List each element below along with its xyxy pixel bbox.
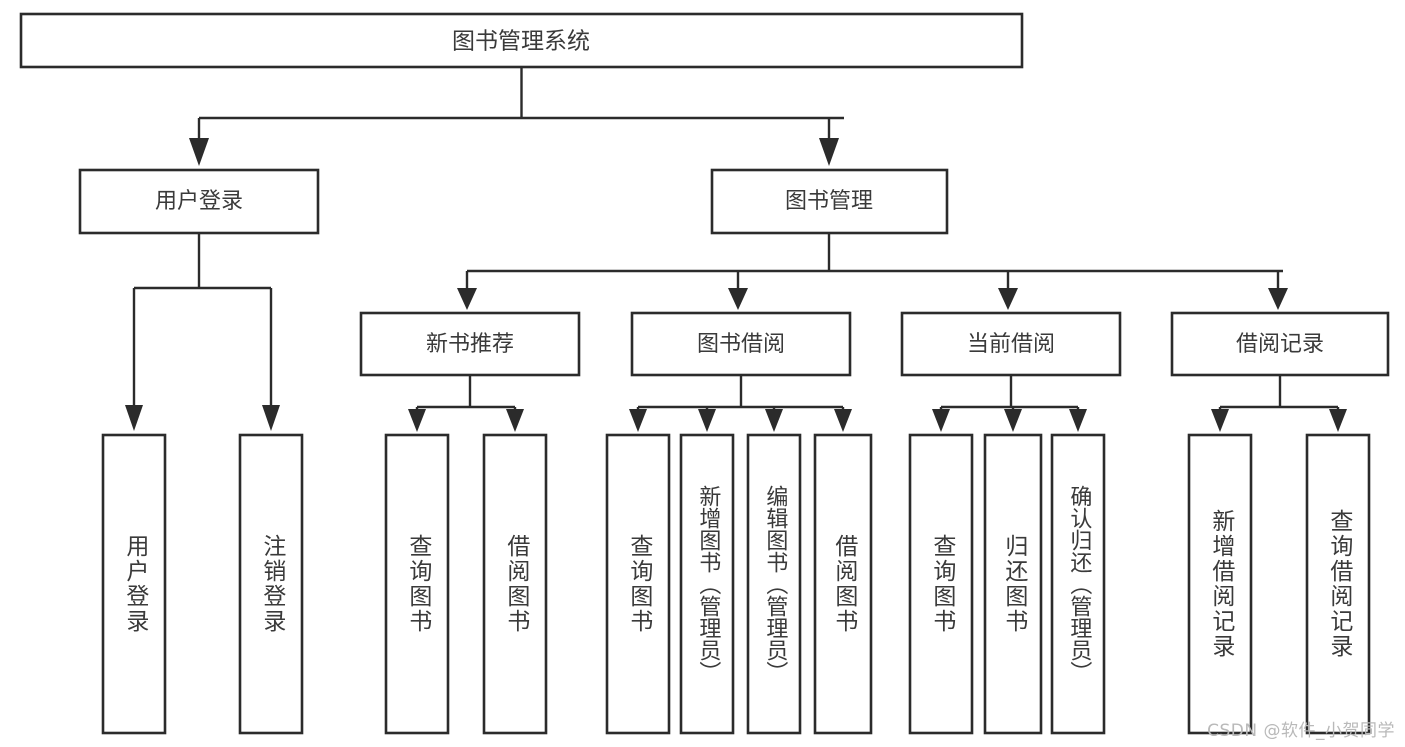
arrowhead-borrow-record — [1268, 288, 1288, 310]
arrowhead-leaf-query-book-2 — [629, 409, 647, 432]
arrowhead-leaf-user-logout — [262, 405, 280, 431]
node-book-borrow-box[interactable] — [630, 311, 852, 377]
node-book-borrow[interactable]: 图书借阅 — [630, 311, 852, 377]
node-borrow-record-box[interactable] — [1170, 311, 1390, 377]
node-root-label: 图书管理系统 — [452, 29, 590, 55]
connector-group-new-book-recommend — [408, 375, 524, 432]
connector-group-current-borrow — [932, 375, 1087, 432]
connector-group-book-borrow — [629, 375, 852, 432]
leaf-box-user-login[interactable] — [101, 433, 167, 735]
node-current-borrow-label: 当前借阅 — [967, 332, 1055, 357]
arrowhead-new-book-recommend — [457, 288, 477, 310]
watermark-text: CSDN @软件_小贺同学 — [1207, 721, 1395, 741]
arrowhead-leaf-confirm-return — [1069, 409, 1087, 432]
leaf-box-confirm-return[interactable] — [1050, 433, 1106, 735]
node-current-borrow-box[interactable] — [900, 311, 1122, 377]
arrowhead-book-borrow — [728, 288, 748, 310]
leaf-box-user-logout[interactable] — [238, 433, 304, 735]
node-book-manage-box[interactable] — [710, 168, 949, 235]
arrowhead-leaf-edit-book-admin — [765, 409, 783, 432]
leaf-box-query-borrow-record[interactable] — [1305, 433, 1371, 735]
connector-group-borrow-record — [1211, 375, 1347, 432]
leaf-box-query-book-1[interactable] — [384, 433, 450, 735]
connector-group-root — [189, 67, 844, 166]
node-root-box[interactable] — [19, 12, 1024, 69]
node-borrow-record[interactable]: 借阅记录 — [1170, 311, 1390, 377]
arrowhead-book-manage — [819, 138, 839, 166]
leaf-box-add-borrow-record[interactable] — [1187, 433, 1253, 735]
node-book-manage[interactable]: 图书管理 — [710, 168, 949, 235]
arrowhead-leaf-query-book-1 — [408, 409, 426, 432]
node-book-borrow-label: 图书借阅 — [697, 332, 785, 357]
connector-group-book-manage — [457, 233, 1288, 310]
node-root[interactable]: 图书管理系统 — [19, 12, 1024, 69]
node-borrow-record-label: 借阅记录 — [1236, 332, 1324, 357]
arrowhead-leaf-return-book — [1004, 409, 1022, 432]
node-book-manage-label: 图书管理 — [785, 189, 873, 214]
connector-group-user-login — [125, 233, 280, 431]
leaf-box-query-book-3[interactable] — [908, 433, 974, 735]
leaf-box-query-book-2[interactable] — [605, 433, 671, 735]
leaf-box-edit-book-admin[interactable] — [746, 433, 802, 735]
node-new-book-recommend-label: 新书推荐 — [426, 332, 514, 357]
arrowhead-leaf-query-book-3 — [932, 409, 950, 432]
leaf-box-return-book[interactable] — [983, 433, 1043, 735]
node-user-login-label: 用户登录 — [155, 189, 243, 214]
node-user-login-box[interactable] — [78, 168, 320, 235]
leaf-boxes — [101, 433, 1371, 735]
arrowhead-leaf-add-book-admin — [698, 409, 716, 432]
node-new-book-recommend-box[interactable] — [359, 311, 581, 377]
arrowhead-leaf-borrow-book-2 — [834, 409, 852, 432]
arrowhead-user-login — [189, 138, 209, 166]
node-current-borrow[interactable]: 当前借阅 — [900, 311, 1122, 377]
node-new-book-recommend[interactable]: 新书推荐 — [359, 311, 581, 377]
arrowhead-leaf-user-login — [125, 405, 143, 431]
leaf-box-borrow-book-2[interactable] — [813, 433, 873, 735]
arrowhead-leaf-add-borrow-record — [1211, 409, 1229, 432]
arrowhead-leaf-borrow-book-1 — [506, 409, 524, 432]
arrowhead-leaf-query-borrow-record — [1329, 409, 1347, 432]
leaf-box-borrow-book-1[interactable] — [482, 433, 548, 735]
leaf-box-add-book-admin[interactable] — [679, 433, 735, 735]
node-user-login[interactable]: 用户登录 — [78, 168, 320, 235]
arrowhead-current-borrow — [998, 288, 1018, 310]
